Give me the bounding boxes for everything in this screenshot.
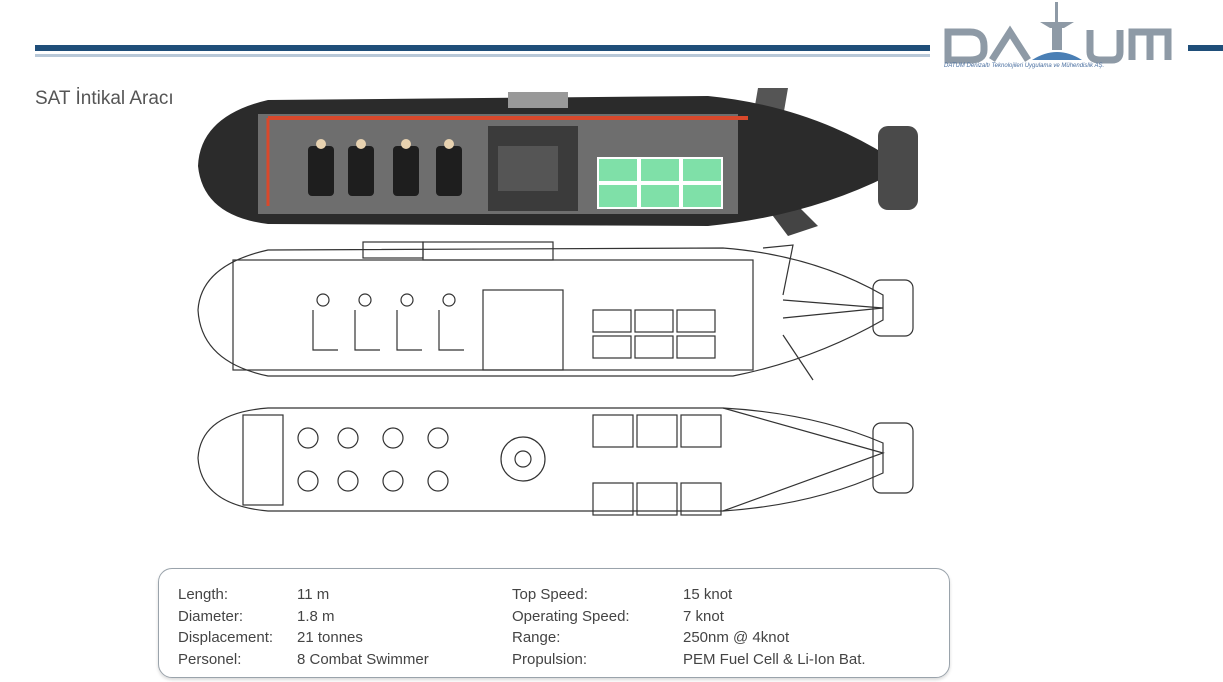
spec-label-personel: Personel: xyxy=(178,651,242,668)
spec-value-length: 11 m xyxy=(297,586,330,603)
spec-value-propulsion: PEM Fuel Cell & Li-Ion Bat. xyxy=(683,651,866,668)
spec-label-length: Length: xyxy=(178,586,229,603)
slide-title: SAT İntikal Aracı xyxy=(35,88,174,109)
header-bar-shadow xyxy=(35,54,930,57)
spec-value-diameter: 1.8 m xyxy=(297,608,335,625)
spec-value-top-speed: 15 knot xyxy=(683,586,733,603)
spec-value-displacement: 21 tonnes xyxy=(297,629,363,646)
submarine-side-view xyxy=(197,241,914,381)
submarine-top-view xyxy=(197,407,914,516)
spec-label-top-speed: Top Speed: xyxy=(512,586,588,603)
spec-value-personel: 8 Combat Swimmer xyxy=(297,651,429,668)
spec-label-displacement: Displacement: xyxy=(178,629,274,646)
header-bar-right xyxy=(1188,45,1223,51)
spec-label-diameter: Diameter: xyxy=(178,608,244,625)
spec-value-range: 250nm @ 4knot xyxy=(683,629,790,646)
spec-label-propulsion: Propulsion: xyxy=(512,651,588,668)
spec-label-operating-speed: Operating Speed: xyxy=(512,608,630,625)
specifications-panel: Length: 11 m Diameter: 1.8 m Displacemen… xyxy=(158,568,950,678)
header-bar xyxy=(35,45,930,51)
datum-logo: DATUM Denizaltı Teknolojileri Uygulama v… xyxy=(940,0,1180,78)
spec-value-operating-speed: 7 knot xyxy=(683,608,724,625)
spec-label-range: Range: xyxy=(512,629,561,646)
logo-subtitle: DATUM Denizaltı Teknolojileri Uygulama v… xyxy=(944,63,1105,69)
submarine-cutaway-render xyxy=(198,88,918,236)
